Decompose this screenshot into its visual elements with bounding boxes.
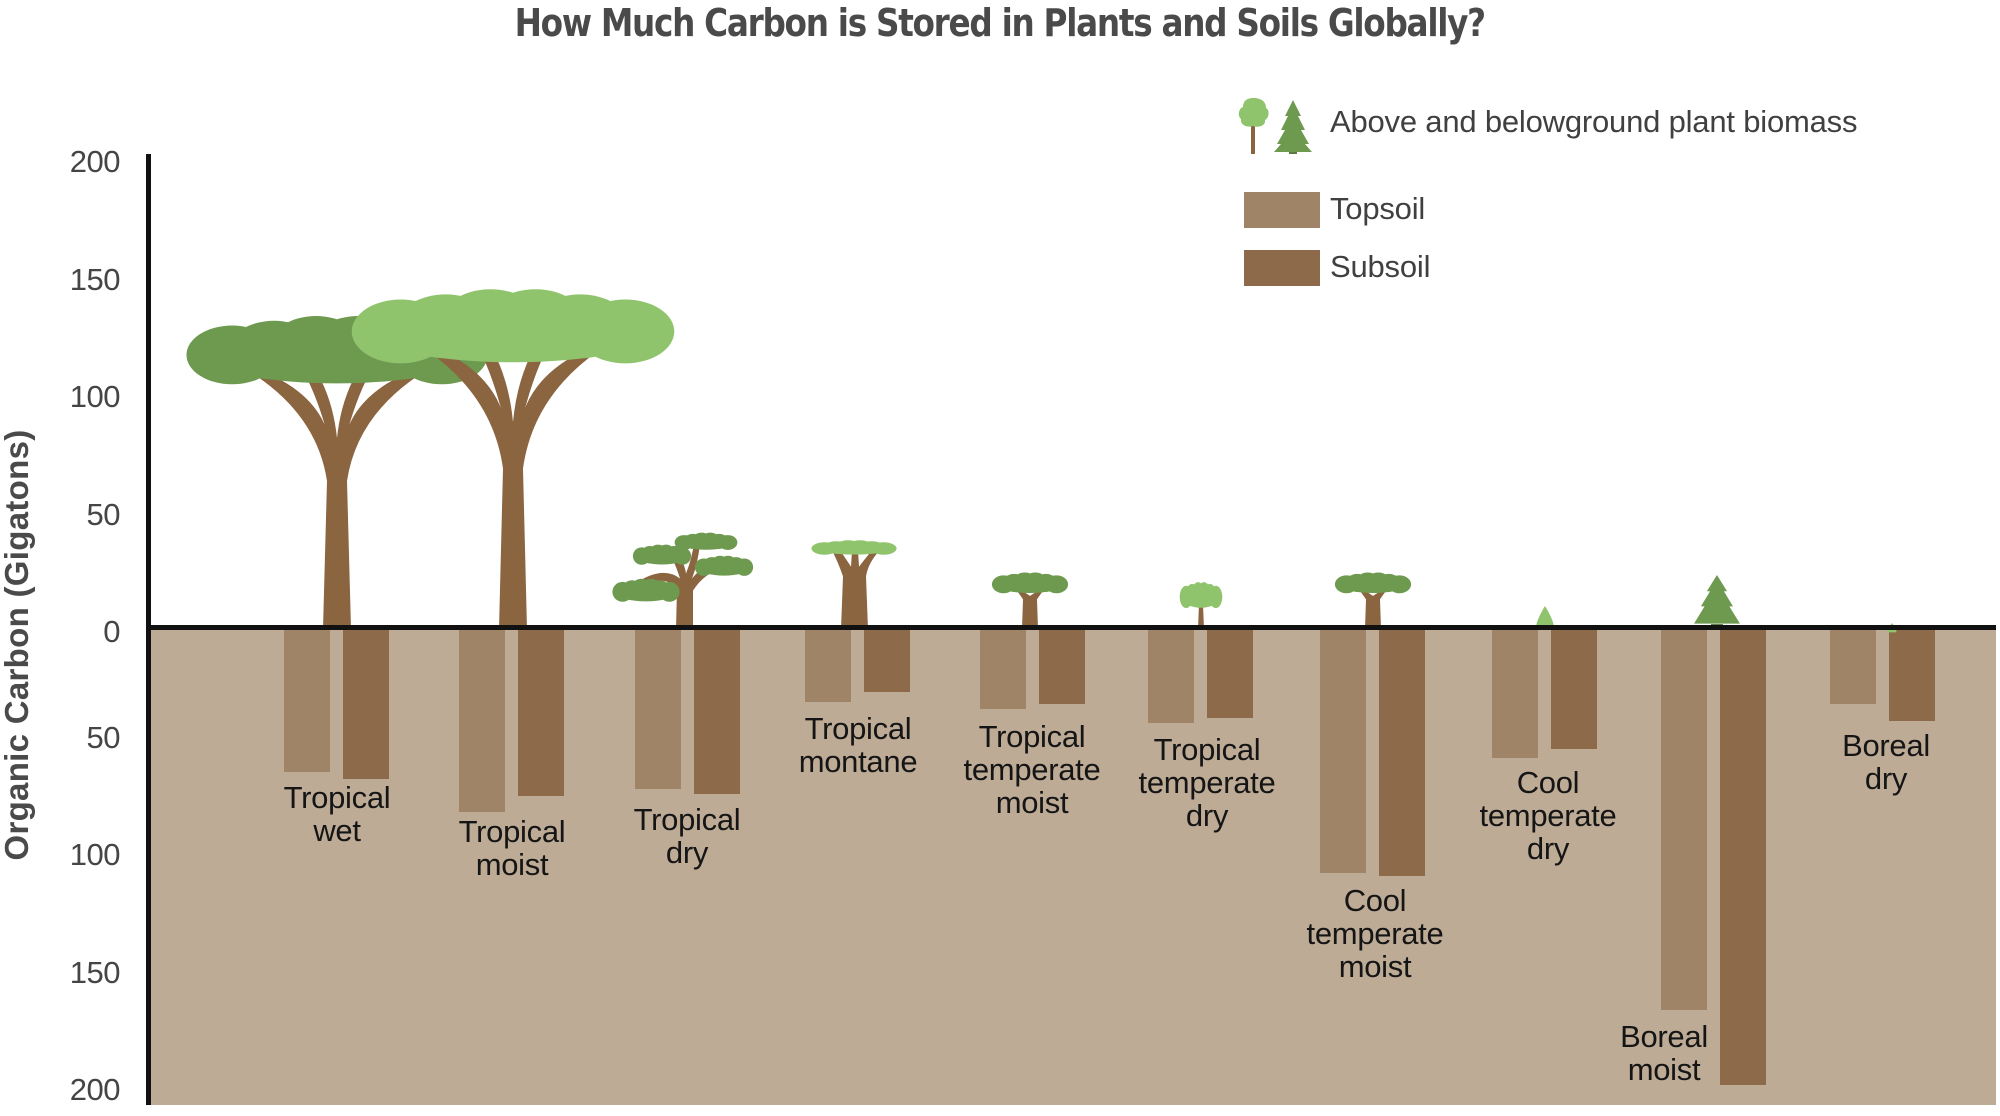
category-label-line: moist [1627, 1052, 1701, 1087]
y-tick-label: 150 [69, 954, 121, 990]
subsoil-bar [694, 629, 740, 794]
topsoil-bar [1661, 629, 1707, 1010]
subsoil-swatch [1244, 250, 1320, 286]
y-tick-label: 200 [69, 144, 121, 179]
category-label-line: Cool [1343, 883, 1407, 918]
topsoil-bar [1148, 629, 1194, 723]
y-tick-label: 50 [86, 719, 121, 755]
category-label-line: Boreal [1620, 1019, 1708, 1054]
y-tick-label: 100 [69, 837, 121, 872]
topsoil-bar [1492, 629, 1538, 759]
category-label-line: wet [313, 813, 361, 848]
conifer-tree-icon [1535, 605, 1555, 630]
tree-icon [811, 533, 897, 629]
subsoil-bar [1039, 629, 1085, 705]
topsoil-swatch [1244, 192, 1320, 228]
category-label-line: dry [1526, 831, 1570, 866]
category-label-line: Tropical [458, 814, 566, 849]
category-label-line: dry [1864, 761, 1908, 796]
category-label-line: montane [798, 744, 918, 779]
y-tick-label: 100 [69, 379, 121, 414]
subsoil-bar [1551, 629, 1597, 749]
category-label-line: temperate [963, 752, 1101, 787]
y-tick-label: 0 [103, 614, 120, 649]
category-label-line: temperate [1138, 765, 1276, 800]
tree-icon [612, 528, 754, 629]
topsoil-bar [1320, 629, 1366, 874]
category-label-line: Boreal [1842, 728, 1930, 763]
y-tick-label: 50 [86, 496, 121, 532]
category-label-line: Tropical [1153, 732, 1261, 767]
topsoil-bar [1830, 629, 1876, 705]
category-label-line: temperate [1479, 798, 1617, 833]
category-label-line: Cool [1516, 765, 1580, 800]
category-label-line: moist [995, 785, 1069, 820]
legend-label-biomass: Above and belowground plant biomass [1330, 104, 1858, 139]
topsoil-bar [284, 629, 330, 773]
subsoil-bar [864, 629, 910, 693]
legend-label-topsoil: Topsoil [1330, 191, 1426, 226]
legend-label-subsoil: Subsoil [1330, 249, 1431, 284]
tree-icon [991, 563, 1069, 629]
category-label-line: Tropical [633, 802, 741, 837]
tree-icon [1179, 573, 1223, 629]
subsoil-bar [1379, 629, 1425, 876]
tree-icon [1334, 563, 1412, 629]
y-axis-line [146, 154, 151, 1105]
category-label-line: Tropical [804, 711, 912, 746]
y-tick-label: 150 [69, 261, 121, 297]
subsoil-bar [1889, 629, 1935, 721]
subsoil-bar [1207, 629, 1253, 719]
y-tick-label: 200 [69, 1072, 121, 1107]
category-label-line: moist [475, 847, 549, 882]
y-axis-title: Organic Carbon (Gigatons) [0, 429, 35, 861]
category-label-line: Tropical [978, 719, 1086, 754]
topsoil-bar [635, 629, 681, 789]
tree-icon [351, 272, 675, 629]
category-label-line: Tropical [283, 780, 391, 815]
category-label-line: temperate [1306, 916, 1444, 951]
subsoil-bar [518, 629, 564, 796]
topsoil-bar [980, 629, 1026, 709]
subsoil-bar [343, 629, 389, 780]
chart-title: How Much Carbon is Stored in Plants and … [514, 1, 1487, 45]
zero-baseline [148, 625, 1996, 630]
topsoil-bar [459, 629, 505, 813]
category-label-line: moist [1338, 949, 1412, 984]
topsoil-bar [805, 629, 851, 702]
category-label-line: dry [1185, 798, 1229, 833]
category-label-line: dry [665, 835, 709, 870]
subsoil-bar [1720, 629, 1766, 1085]
tree-pair-icon [1238, 98, 1312, 154]
conifer-tree-icon [1694, 574, 1740, 629]
